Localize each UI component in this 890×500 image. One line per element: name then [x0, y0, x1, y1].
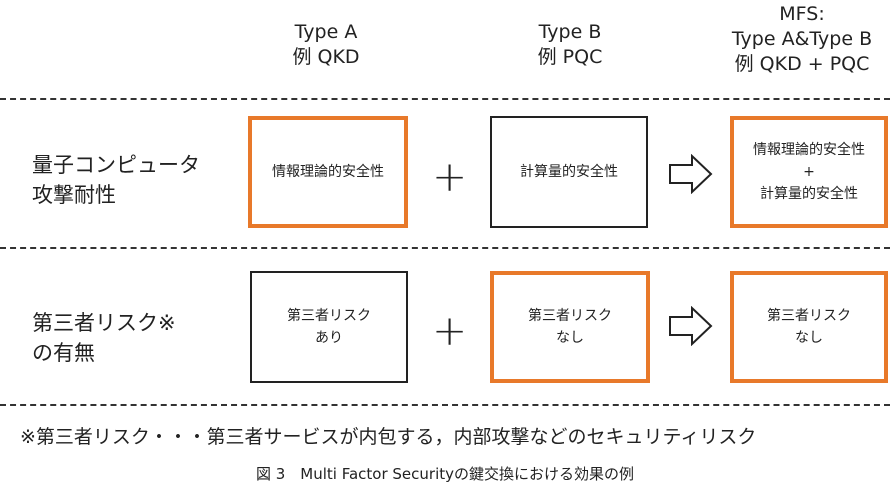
- column-header-type-a: Type A 例 QKD: [292, 21, 360, 68]
- row-label-quantum: 量子コンピュータ 攻撃耐性: [32, 153, 200, 207]
- divider-top: [0, 98, 890, 100]
- plus-sign-row2: +: [432, 306, 468, 355]
- footnote: ※第三者リスク・・・第三者サービスが内包する，内部攻撃などのセキュリティリスク: [20, 426, 757, 448]
- arrow-right-icon: [669, 306, 713, 346]
- box-type-b-quantum: 計算量的安全性: [490, 116, 648, 228]
- plus-sign-row1: +: [432, 152, 468, 201]
- divider-middle: [0, 247, 890, 249]
- box-type-b-third-party: 第三者リスク なし: [490, 271, 650, 383]
- column-header-type-b: Type B 例 PQC: [537, 21, 603, 68]
- box-mfs-quantum: 情報理論的安全性 + 計算量的安全性: [730, 116, 888, 228]
- box-type-a-quantum: 情報理論的安全性: [248, 116, 408, 228]
- row-label-third-party: 第三者リスク※ の有無: [32, 311, 176, 365]
- box-type-a-third-party: 第三者リスク あり: [250, 271, 408, 383]
- column-header-mfs: MFS: Type A&Type B 例 QKD + PQC: [731, 3, 873, 75]
- box-mfs-third-party: 第三者リスク なし: [730, 271, 888, 383]
- arrow-right-icon: [669, 154, 713, 194]
- figure-caption: 図 3 Multi Factor Securityの鍵交換における効果の例: [255, 465, 635, 483]
- divider-bottom: [0, 404, 890, 406]
